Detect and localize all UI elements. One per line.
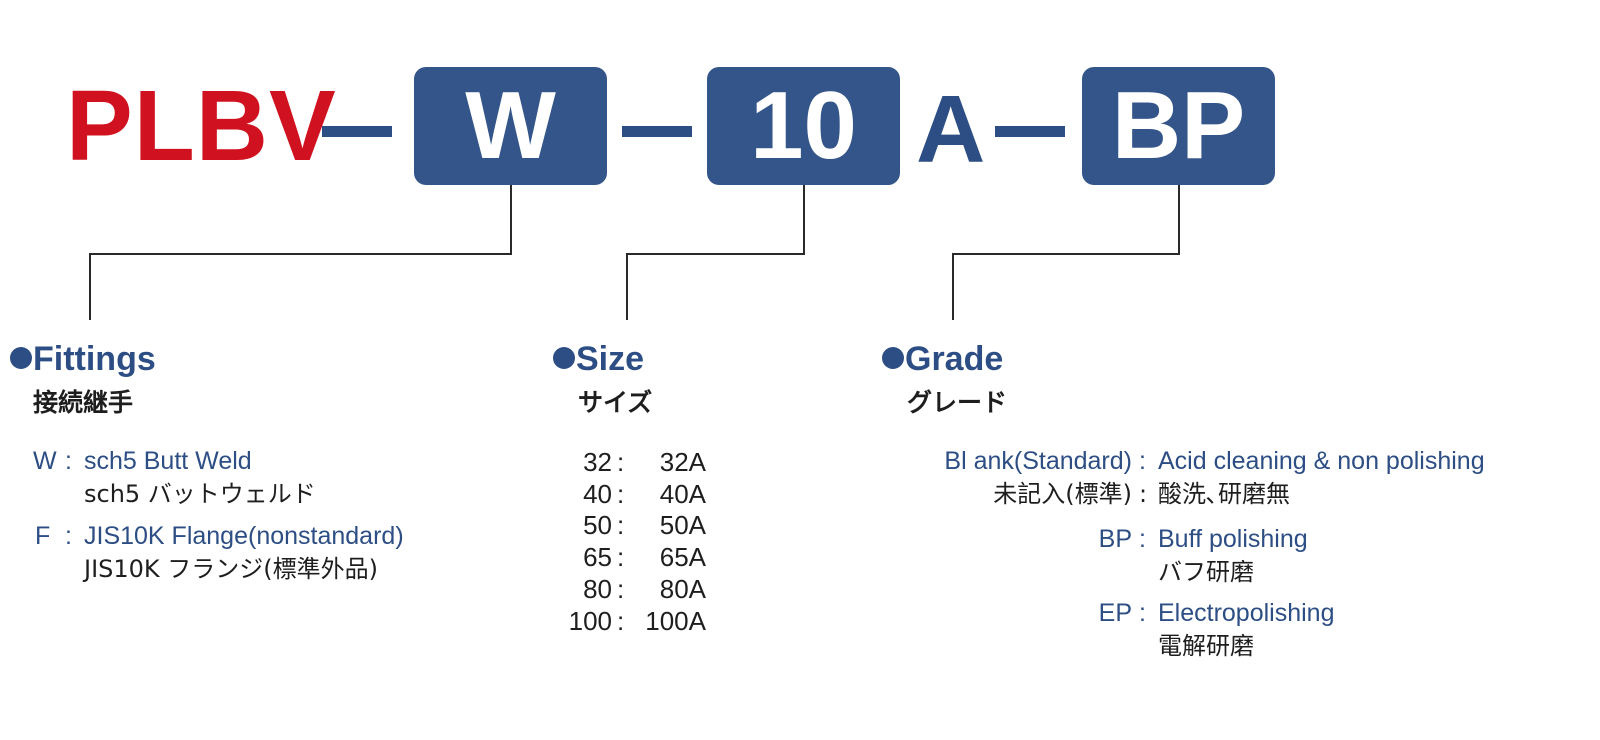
size-row-value: 100A — [645, 606, 706, 636]
grade-bullet-icon — [882, 347, 904, 369]
size-row-sep: : — [617, 606, 625, 636]
grade-item-blank-jp-sep: : — [1139, 480, 1148, 508]
size-connector-drop — [626, 253, 628, 320]
dash-3 — [995, 126, 1065, 137]
fittings-item-f-sep: : — [65, 522, 72, 550]
size-code-text: 10 — [750, 72, 857, 179]
grade-item-ep-jp: 電解研磨 — [1158, 632, 1254, 660]
size-connector-down — [803, 185, 805, 255]
grade-item-blank-jp: 酸洗､研磨無 — [1158, 480, 1290, 508]
fittings-code-text: W — [465, 72, 556, 179]
fittings-item-w-jp: sch5 バットウェルド — [84, 480, 316, 508]
grade-item-ep-en: Electropolishing — [1158, 599, 1335, 627]
grade-connector-down — [1178, 185, 1180, 255]
size-row-sep: : — [617, 510, 625, 540]
grade-item-blank-en: Acid cleaning & non polishing — [1158, 447, 1485, 475]
grade-item-blank-sep: : — [1139, 447, 1146, 475]
grade-item-bp-en: Buff polishing — [1158, 525, 1308, 553]
size-bullet-icon — [553, 347, 575, 369]
grade-item-blank-jp-key: 未記入(標準) — [993, 480, 1132, 508]
dash-2 — [622, 126, 692, 137]
fittings-item-w-en: sch5 Butt Weld — [84, 447, 252, 475]
size-row-sep: : — [617, 447, 625, 477]
grade-code-box: BP — [1082, 67, 1275, 185]
grade-item-bp-jp: バフ研磨 — [1158, 558, 1254, 586]
grade-code-text: BP — [1111, 72, 1246, 179]
size-connector-across — [626, 253, 805, 255]
size-row-code: 40 — [583, 479, 612, 509]
size-row-sep: : — [617, 479, 625, 509]
grade-connector-drop — [952, 253, 954, 320]
model-prefix: PLBV — [66, 70, 337, 182]
size-row-sep: : — [617, 542, 625, 572]
size-heading: Size — [576, 340, 645, 378]
size-row-value: 40A — [659, 479, 706, 509]
size-row-code: 100 — [568, 606, 612, 636]
fittings-item-f-key: F — [35, 522, 51, 550]
fittings-connector-drop — [89, 253, 91, 320]
fittings-item-w-key: W — [33, 447, 57, 475]
fittings-connector-across — [89, 253, 512, 255]
fittings-item-w-sep: : — [65, 447, 72, 475]
fittings-code-box: W — [414, 67, 607, 185]
fittings-item-f-jp: JIS10K フランジ(標準外品) — [84, 555, 379, 583]
size-row-value: 80A — [659, 574, 706, 604]
size-row-code: 50 — [583, 510, 612, 540]
fittings-connector-down — [510, 185, 512, 255]
fittings-heading-jp: 接続継手 — [33, 388, 134, 417]
grade-item-blank-key: Bl ank(Standard) — [944, 447, 1132, 475]
dash-1 — [322, 126, 392, 137]
size-row-value: 65A — [659, 542, 706, 572]
fittings-item-f-en: JIS10K Flange(nonstandard) — [84, 522, 404, 550]
grade-item-bp-sep: : — [1139, 525, 1146, 553]
size-row-sep: : — [617, 574, 625, 604]
size-row-value: 50A — [659, 510, 706, 540]
grade-heading: Grade — [905, 340, 1004, 378]
size-heading-jp: サイズ — [578, 388, 653, 417]
size-row-value: 32A — [659, 447, 706, 477]
grade-item-ep-key: EP — [1098, 599, 1132, 627]
grade-item-bp-key: BP — [1098, 525, 1132, 553]
fittings-heading: Fittings — [33, 340, 156, 378]
size-row-code: 32 — [583, 447, 612, 477]
grade-connector-across — [952, 253, 1180, 255]
size-code-box: 10 — [707, 67, 900, 185]
size-row-code: 80 — [583, 574, 612, 604]
size-row-code: 65 — [583, 542, 612, 572]
grade-item-ep-sep: : — [1139, 599, 1146, 627]
fittings-bullet-icon — [10, 347, 32, 369]
size-suffix-letter: A — [916, 76, 986, 183]
grade-heading-jp: グレード — [907, 388, 1008, 417]
